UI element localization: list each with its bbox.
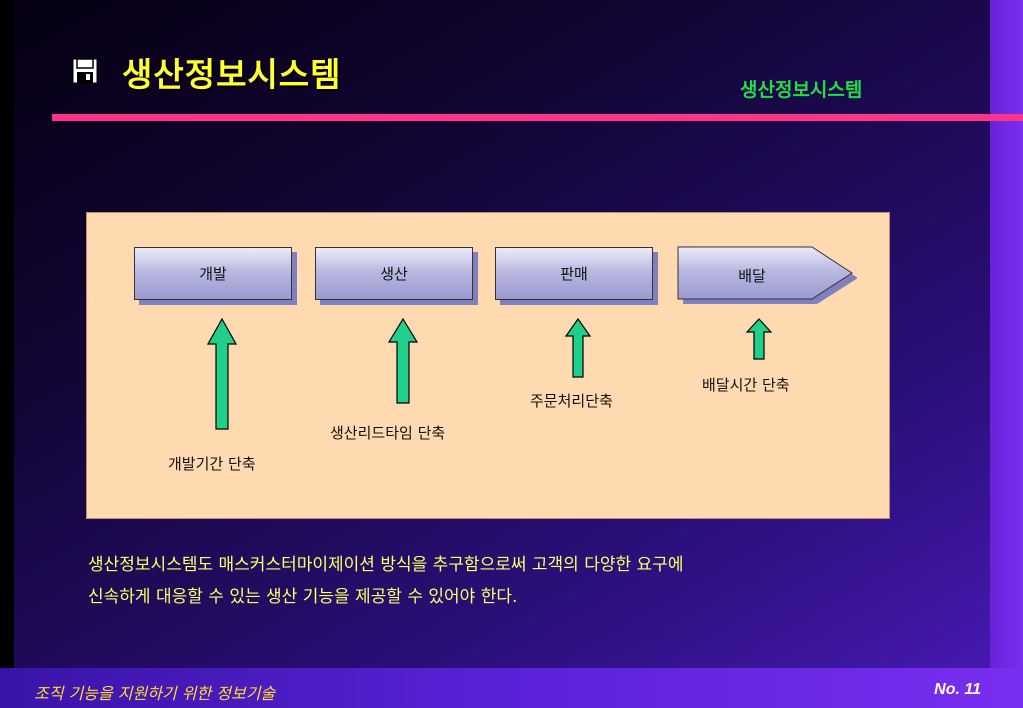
process-diagram: 개발 생산 판매 배달: [86, 212, 890, 519]
page-title: 생산정보시스템: [122, 55, 342, 94]
left-strip: [0, 0, 14, 668]
floppy-disk-icon: [72, 58, 98, 84]
stage-production: 생산: [315, 247, 473, 300]
up-arrow-icon: [388, 318, 418, 404]
body-line-1: 생산정보시스템도 매스커스터마이제이션 방식을 추구함으로써 고객의 다양한 요…: [88, 555, 684, 575]
stage-sales: 판매: [495, 247, 653, 300]
stage-label: 생산: [380, 265, 408, 283]
stage-label: 판매: [560, 265, 588, 283]
footer-title: 조직 기능을 지원하기 위한 정보기술: [34, 684, 276, 703]
stage-delivery: 배달: [677, 246, 857, 304]
improvement-sales: 주문처리단축: [530, 392, 613, 410]
improvement-development: 개발기간 단축: [168, 455, 256, 473]
page-number: No. 11: [934, 681, 981, 698]
up-arrow-icon: [207, 318, 237, 430]
footer-bar: [0, 668, 1023, 708]
body-text: 생산정보시스템도 매스커스터마이제이션 방식을 추구함으로써 고객의 다양한 요…: [88, 549, 898, 613]
up-arrow-icon: [746, 318, 772, 360]
improvement-production: 생산리드타임 단축: [330, 424, 446, 442]
stage-development: 개발: [134, 247, 292, 300]
body-line-2: 신속하게 대응할 수 있는 생산 기능을 제공할 수 있어야 한다.: [88, 587, 518, 607]
up-arrow-icon: [565, 318, 591, 378]
improvement-delivery: 배달시간 단축: [702, 376, 790, 394]
stage-label: 개발: [199, 265, 227, 283]
right-accent-bar: [990, 0, 1023, 668]
stage-label: 배달: [738, 266, 766, 285]
title-divider: [52, 114, 1023, 121]
page-subtitle: 생산정보시스템: [740, 79, 863, 101]
